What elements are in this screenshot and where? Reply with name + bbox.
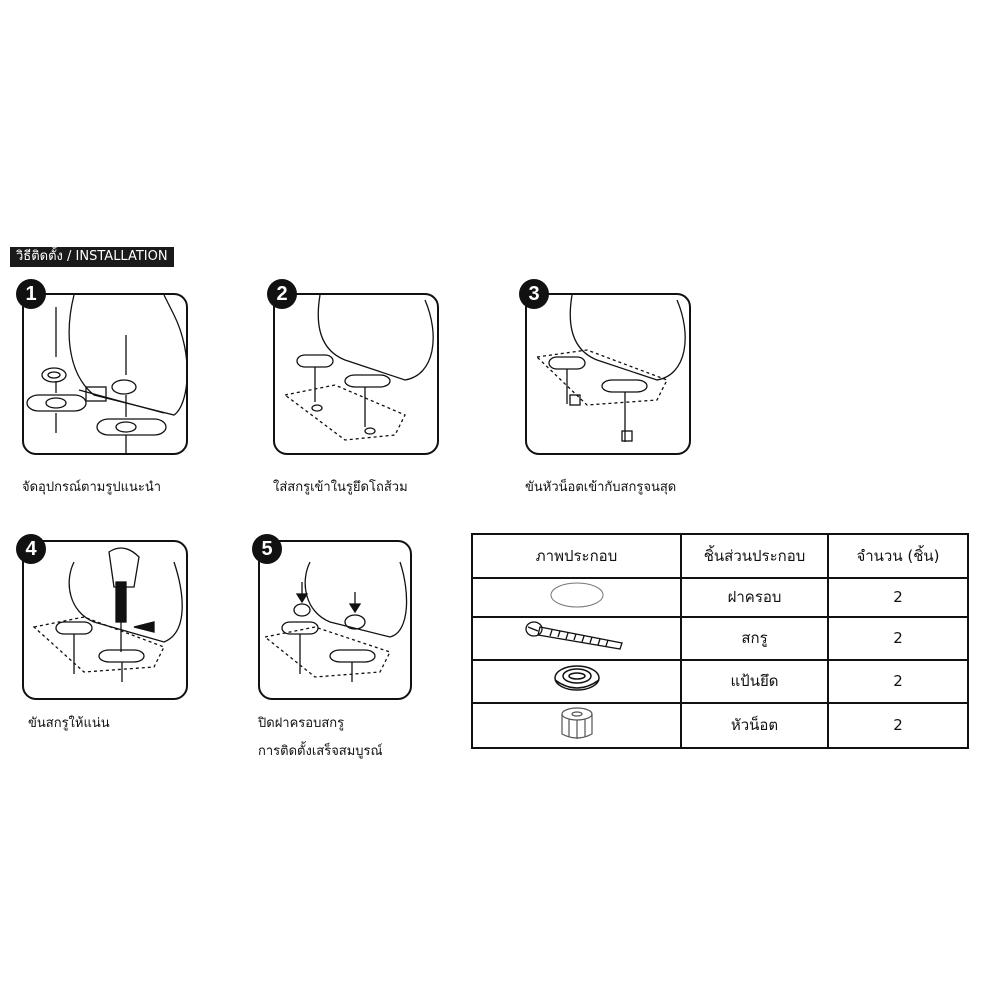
- table-row: หัวน็อต 2: [471, 701, 969, 750]
- part-quantity: 2: [827, 701, 969, 750]
- step-1-badge: 1: [16, 279, 46, 309]
- header-part: ชิ้นส่วนประกอบ: [680, 533, 829, 579]
- screw-icon: [524, 621, 623, 650]
- part-name: แป้นยึด: [680, 658, 829, 704]
- header-illustration: ภาพประกอบ: [471, 533, 682, 579]
- section-header: วิธีติดตั้ง / INSTALLATION: [10, 247, 174, 267]
- step-5-illustration: [258, 540, 412, 700]
- header-quantity: จำนวน (ชิ้น): [827, 533, 969, 579]
- part-quantity: 2: [827, 658, 969, 704]
- step-2-badge: 2: [267, 279, 297, 309]
- step-2-illustration: [273, 293, 439, 455]
- step-4-illustration: [22, 540, 188, 700]
- step-1-caption: จัดอุปกรณ์ตามรูปแนะนำ: [22, 480, 162, 495]
- cap-icon: [550, 582, 603, 608]
- step-5-caption: ปิดฝาครอบสกรู: [258, 716, 345, 731]
- parts-table: ภาพประกอบ ชิ้นส่วนประกอบ จำนวน (ชิ้น) ฝา…: [471, 533, 969, 750]
- step-3-illustration: [525, 293, 691, 455]
- table-header-row: ภาพประกอบ ชิ้นส่วนประกอบ จำนวน (ชิ้น): [471, 533, 969, 579]
- part-quantity: 2: [827, 577, 969, 618]
- step-4-caption: ขันสกรูให้แน่น: [28, 716, 110, 731]
- step-5-caption-2: การติดตั้งเสร็จสมบูรณ์: [258, 744, 383, 759]
- part-name: สกรู: [680, 615, 829, 661]
- nut-icon: [560, 707, 593, 740]
- step-3-badge: 3: [519, 279, 549, 309]
- washer-icon: [553, 665, 600, 692]
- table-row: แป้นยึด 2: [471, 658, 969, 704]
- table-row: ฝาครอบ 2: [471, 577, 969, 618]
- step-2-caption: ใส่สกรูเข้าในรูยึดโถส้วม: [273, 480, 408, 495]
- table-row: สกรู 2: [471, 615, 969, 661]
- step-3-caption: ขันหัวน็อตเข้ากับสกรูจนสุด: [525, 480, 677, 495]
- step-5-badge: 5: [252, 534, 282, 564]
- step-4-badge: 4: [16, 534, 46, 564]
- part-name: หัวน็อต: [680, 701, 829, 750]
- part-quantity: 2: [827, 615, 969, 661]
- part-name: ฝาครอบ: [680, 577, 829, 618]
- step-1-illustration: [22, 293, 188, 455]
